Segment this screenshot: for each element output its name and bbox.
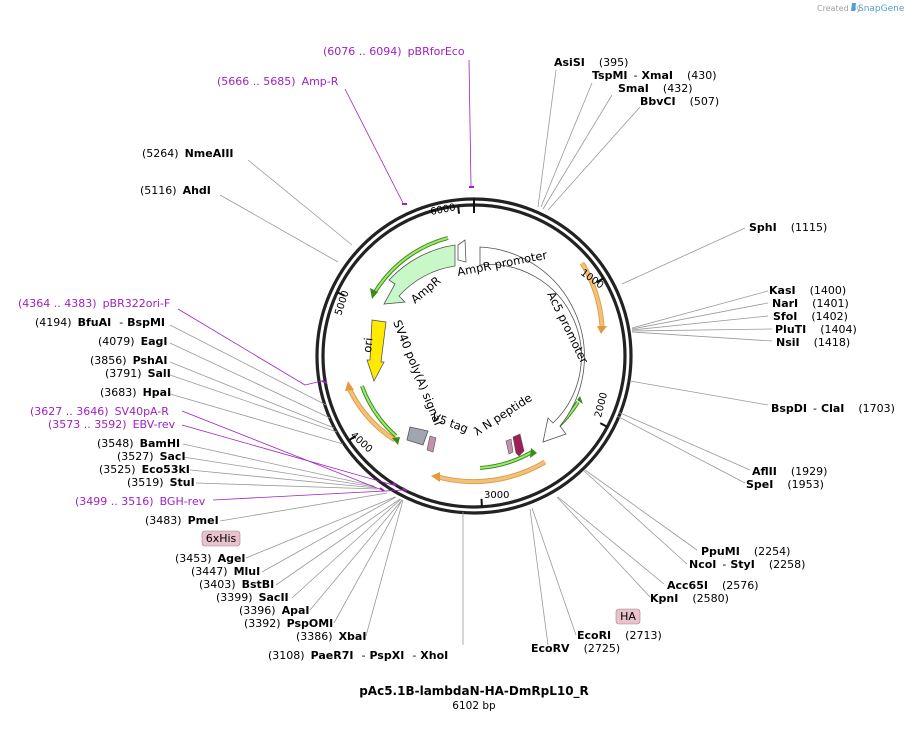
- primer-pbrforeco: (6076 .. 6094)pBRforEco: [323, 45, 465, 58]
- site-apai: (3396)ApaI: [239, 604, 309, 617]
- site-ahdi: (5116)AhdI: [140, 184, 211, 197]
- primer-marks: [321, 186, 474, 492]
- tick-mark: [348, 435, 357, 442]
- site-smai: SmaI(432): [618, 82, 693, 95]
- tick-label-6000: 6000: [429, 202, 456, 218]
- credit-text: Created by: [817, 4, 861, 13]
- site-pluti: PluTI(1404): [775, 323, 857, 336]
- site-bfuai-bspmi: (4194)BfuAI-BspMI: [35, 316, 165, 329]
- site-nari: NarI(1401): [772, 297, 849, 310]
- tick-mark: [457, 205, 461, 214]
- site-leader-lines: [169, 69, 773, 646]
- feature-sv40-polya[interactable]: [406, 426, 429, 446]
- site-sali: (3791)SalI: [105, 367, 171, 380]
- feature-lambda-n-peptide[interactable]: [505, 433, 525, 457]
- site-mlui: (3447)MluI: [191, 565, 260, 578]
- primer-sv40pa-r: (3627 .. 3646)SV40pA-R: [30, 405, 169, 418]
- primer-amp-r: (5666 .. 5685)Amp-R: [217, 75, 339, 88]
- site-hpai: (3683)HpaI: [100, 386, 171, 399]
- sites-left[interactable]: (5264)NmeAIII (5116)AhdI (4194)BfuAI-Bsp…: [35, 147, 448, 662]
- site-eco53ki: (3525)Eco53kI: [99, 463, 190, 476]
- orf-arrows[interactable]: [345, 261, 607, 485]
- site-eagi: (4079)EagI: [98, 335, 167, 348]
- site-pshai: (3856)PshAI: [90, 354, 167, 367]
- site-pmei: (3483)PmeI: [145, 514, 219, 527]
- site-sacii: (3399)SacII: [216, 591, 289, 604]
- site-pspomi: (3392)PspOMI: [244, 617, 333, 630]
- plasmid-name: pAc5.1B-lambdaN-HA-DmRpL10_R: [359, 684, 589, 699]
- tick-mark: [336, 291, 345, 297]
- label-ori: ori: [360, 337, 375, 353]
- site-agei: (3453)AgeI: [175, 552, 246, 565]
- primer-pbr322ori-f: (4364 .. 4383)pBR322ori-F: [18, 297, 170, 310]
- svg-text:HA: HA: [620, 610, 636, 623]
- feature-ampr[interactable]: [383, 244, 456, 305]
- site-bstbi: (3403)BstBI: [199, 578, 274, 591]
- site-kpni: KpnI(2580): [650, 592, 729, 605]
- tick-mark: [599, 422, 608, 428]
- tick-label-2000: 2000: [593, 391, 610, 418]
- site-asisi: AsiSI(395): [554, 56, 628, 69]
- site-ppumi: PpuMI(2254): [701, 545, 790, 558]
- site-spei: SpeI(1953): [746, 478, 824, 491]
- site-bbvci: BbvCI(507): [640, 95, 719, 108]
- sites-right[interactable]: AsiSI(395) TspMI-XmaI(430) SmaI(432) Bbv…: [531, 56, 895, 655]
- snapgene-brand: SnapGene: [858, 4, 905, 14]
- site-sfoi: SfoI(1402): [773, 310, 848, 323]
- badge-ha[interactable]: HA: [615, 608, 641, 625]
- site-bamhi: (3548)BamHI: [97, 437, 180, 450]
- svg-text:6xHis: 6xHis: [206, 532, 237, 545]
- site-acc65i: Acc65I(2576): [667, 579, 759, 592]
- site-bspdi-clai: BspDI-ClaI(1703): [771, 402, 895, 415]
- site-stui: (3519)StuI: [127, 476, 195, 489]
- tick-marks: [336, 199, 608, 507]
- tick-mark: [596, 277, 604, 284]
- site-paer7i-pspxi-xhoi: (3108)PaeR7I-PspXI-XhoI: [268, 649, 448, 662]
- feature-ori[interactable]: [366, 319, 387, 383]
- snapgene-logo-icon: [851, 3, 856, 11]
- primer-leader-lines: [177, 59, 472, 501]
- feature-ac5-promoter[interactable]: [479, 246, 585, 443]
- feature-ampr-promoter[interactable]: [457, 239, 467, 263]
- site-nsii: NsiI(1418): [776, 336, 850, 349]
- site-kasi: KasI(1400): [769, 284, 846, 297]
- primer-bgh-rev: (3499 .. 3516)BGH-rev: [75, 495, 206, 508]
- site-aflii: AflII(1929): [752, 465, 827, 478]
- site-ecorv: EcoRV(2725): [531, 642, 620, 655]
- badge-6xhis[interactable]: 6xHis: [201, 530, 241, 547]
- primer-labels[interactable]: (6076 .. 6094)pBRforEco (5666 .. 5685)Am…: [18, 45, 465, 508]
- tick-label-3000: 3000: [484, 490, 509, 501]
- primer-ebv-rev: (3573 .. 3592)EBV-rev: [48, 418, 176, 431]
- label-sv40-polya: SV40 poly(A) signal: [390, 318, 445, 427]
- plasmid-length: 6102 bp: [452, 700, 496, 712]
- feature-v5-tag[interactable]: [426, 435, 437, 453]
- site-sphi: SphI(1115): [749, 221, 827, 234]
- label-lambda-n: λ N peptide: [471, 391, 534, 439]
- site-ncoi-styi: NcoI-StyI(2258): [689, 558, 805, 571]
- site-nmeaiii: (5264)NmeAIII: [142, 147, 234, 160]
- site-ecori: EcoRI(2713): [577, 629, 662, 642]
- site-saci: (3527)SacI: [117, 450, 186, 463]
- site-xbai: (3386)XbaI: [296, 630, 366, 643]
- site-tspmi-xmai: TspMI-XmaI(430): [592, 69, 717, 82]
